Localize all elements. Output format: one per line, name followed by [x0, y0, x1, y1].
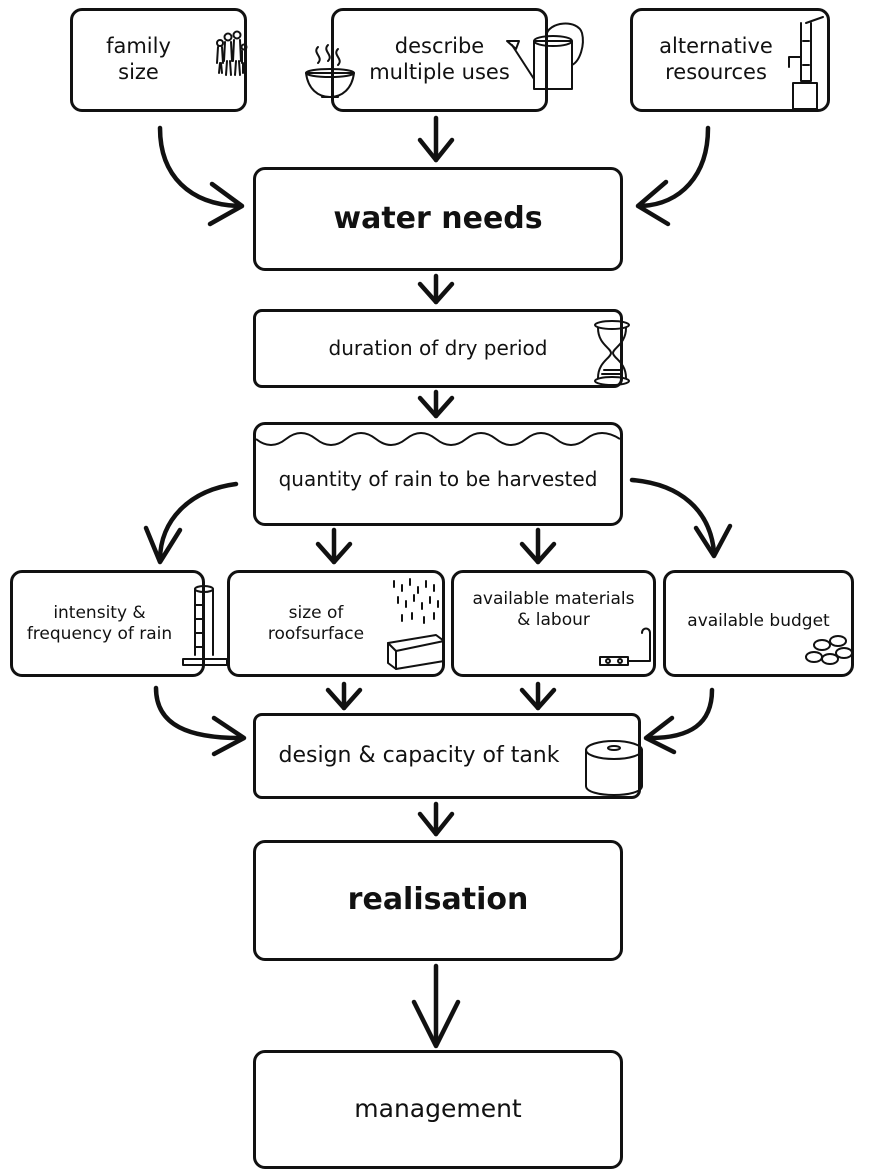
realisation-label: realisation [347, 882, 529, 918]
rain-quantity-box: quantity of rain to be harvested [253, 422, 623, 526]
arrowhead-dry-rain [417, 395, 455, 419]
arrow-rain-to-intensity [157, 481, 239, 563]
roof-box: size of roofsurface [227, 570, 445, 677]
arrowhead-materials-tank [519, 687, 557, 711]
people-icon [216, 30, 248, 76]
alternative-resources-label: alternative resources [659, 34, 773, 84]
arrowhead-intensity-tank [211, 715, 247, 757]
arrowhead-uses [417, 137, 455, 163]
arrowhead-resources [635, 179, 671, 227]
materials-label: available materials & labour [472, 589, 635, 630]
bowl-icon [305, 44, 355, 98]
multiple-uses-label: describe multiple uses [369, 34, 510, 84]
arrowhead-tank-real [417, 811, 455, 837]
roof-rain-icon [387, 578, 445, 670]
arrowhead-roof-tank [325, 687, 363, 711]
arrowhead-intensity [143, 525, 183, 565]
arrow-intensity-to-tank [153, 685, 243, 741]
arrow-family-to-needs [157, 125, 241, 209]
watering-can-icon [506, 22, 584, 90]
arrowhead-budget-tank [643, 715, 677, 755]
realisation-box: realisation [253, 840, 623, 961]
rain-gauge-icon [182, 585, 228, 666]
management-label: management [354, 1094, 522, 1124]
water-needs-label: water needs [333, 200, 543, 236]
intensity-label: intensity & frequency of rain [26, 602, 173, 644]
arrow-resources-to-needs [639, 125, 711, 209]
dry-period-label: duration of dry period [328, 336, 548, 361]
coins-icon [805, 635, 853, 665]
multiple-uses-box: describe multiple uses [305, 8, 584, 112]
budget-label: available budget [687, 611, 830, 631]
tank-icon [585, 740, 643, 796]
materials-box: available materials & labour [451, 570, 656, 677]
arrowhead-materials [519, 541, 557, 565]
water-needs-box: water needs [253, 167, 623, 271]
water-pump-icon [788, 16, 824, 110]
arrowhead-roof [315, 541, 353, 565]
rain-quantity-label: quantity of rain to be harvested [278, 466, 598, 491]
intensity-box: intensity & frequency of rain [10, 570, 228, 677]
arrow-rain-to-budget [629, 477, 717, 555]
dry-period-box: duration of dry period [253, 309, 630, 388]
water-surface-wave [256, 432, 620, 446]
hourglass-icon [594, 320, 630, 386]
arrowhead-needs-dry [417, 281, 455, 305]
tank-label: design & capacity of tank [278, 742, 560, 768]
family-size-label: family size [106, 34, 171, 84]
family-size-box: family size [70, 8, 248, 112]
bracket-icon [599, 627, 651, 666]
arrowhead-family [207, 181, 245, 227]
arrowhead-real-mgmt [411, 999, 461, 1049]
budget-box: available budget [663, 570, 854, 677]
arrowhead-budget [693, 523, 733, 559]
roof-label: size of roofsurface [267, 602, 365, 644]
management-box: management [253, 1050, 623, 1169]
alternative-resources-box: alternative resources [630, 8, 830, 112]
tank-box: design & capacity of tank [253, 713, 643, 799]
arrow-budget-to-tank [647, 687, 715, 741]
